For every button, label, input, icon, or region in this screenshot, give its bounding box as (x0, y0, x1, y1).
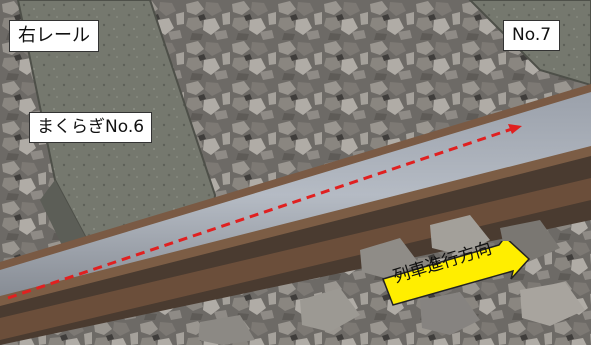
sleeper-label: まくらぎNo.6 (29, 112, 153, 143)
rail-label: 右レール (9, 20, 99, 52)
direction-arrow: 列車進行方向 (381, 239, 531, 307)
sleeper-number-label: No.7 (503, 20, 561, 51)
yellow-arrow-icon (382, 241, 531, 306)
